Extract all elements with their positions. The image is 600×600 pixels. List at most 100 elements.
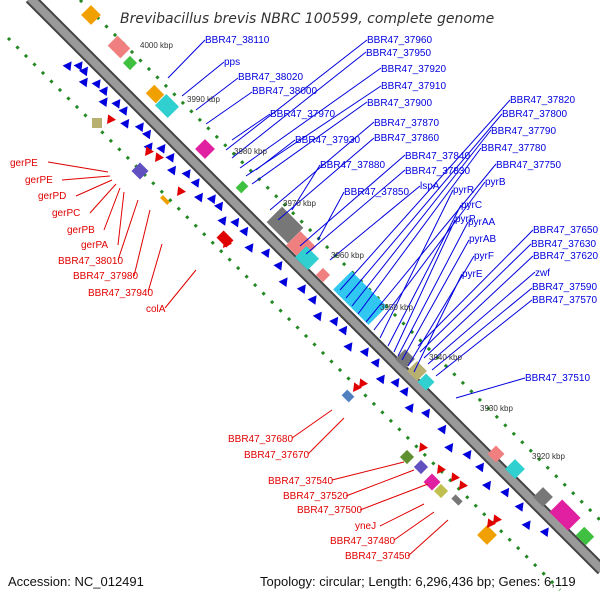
- gene-label: colA: [146, 304, 166, 315]
- gene-label: gerPC: [52, 208, 80, 219]
- gene-label: BBR47_38000: [252, 86, 317, 97]
- gene-label: pps: [224, 57, 240, 68]
- gene-block: [145, 84, 165, 104]
- forward-connector: [133, 209, 151, 277]
- forward-connector: [75, 179, 113, 197]
- tick-label: 3990 kbp: [187, 95, 220, 104]
- reverse-connector: [365, 163, 497, 323]
- reverse-gene-arrow: [91, 79, 101, 89]
- gene-label: pyrB: [485, 177, 506, 188]
- reverse-gene-arrow: [206, 194, 216, 204]
- forward-gene-arrow: [155, 152, 164, 162]
- reverse-gene-arrow: [521, 520, 531, 530]
- reverse-gene-arrow: [475, 462, 484, 473]
- tick-label: 3940 kbp: [429, 353, 462, 362]
- gene-block: [294, 245, 320, 271]
- gene-label: BBR47_37900: [367, 98, 432, 109]
- forward-gene-arrow: [437, 464, 446, 474]
- gene-label: pyrAA: [468, 217, 496, 228]
- reverse-gene-arrow: [79, 66, 88, 77]
- reverse-connector: [181, 61, 225, 97]
- gene-block: [131, 162, 149, 180]
- tick-label: 3930 kbp: [480, 404, 513, 413]
- gene-label: BBR47_37680: [228, 434, 293, 445]
- reverse-connector: [435, 299, 533, 377]
- reverse-connector: [417, 229, 534, 347]
- gene-label: BBR47_37830: [405, 166, 470, 177]
- reverse-gene-arrow: [239, 226, 249, 237]
- gene-label: BBR47_37800: [502, 109, 567, 120]
- gene-label: gerPD: [38, 191, 66, 202]
- reverse-gene-arrow: [244, 243, 254, 253]
- forward-gene-arrow: [353, 382, 362, 392]
- reverse-connector: [345, 113, 503, 299]
- reverse-gene-arrow: [156, 144, 166, 154]
- reverse-connector: [379, 189, 454, 339]
- backbone: [27, 0, 600, 573]
- gene-label: gerPB: [67, 225, 95, 236]
- reverse-gene-arrow: [134, 122, 144, 132]
- reverse-connector: [397, 221, 469, 357]
- gene-label: pyrP: [455, 214, 476, 225]
- forward-connector: [345, 469, 415, 497]
- gene-label: BBR47_37750: [496, 160, 561, 171]
- forward-connector: [61, 175, 111, 181]
- forward-connector: [291, 409, 333, 439]
- forward-connector: [379, 503, 425, 527]
- reverse-gene-arrow: [120, 119, 130, 129]
- reverse-connector: [339, 99, 511, 291]
- reverse-gene-arrow: [390, 378, 400, 388]
- forward-gene-arrow: [487, 518, 496, 528]
- reverse-gene-arrow: [98, 86, 108, 96]
- gene-label: BBR47_37570: [532, 295, 597, 306]
- reverse-connector: [357, 147, 482, 315]
- reverse-gene-arrow: [273, 261, 283, 271]
- tick-label: 3970 kbp: [283, 199, 316, 208]
- forward-connector: [147, 243, 163, 293]
- gene-label: BBR47_37880: [320, 160, 385, 171]
- forward-gene-arrow: [419, 442, 428, 452]
- reverse-gene-arrow: [437, 424, 447, 435]
- gene-label: zwf: [535, 268, 550, 279]
- gene-label: BBR47_37500: [297, 505, 362, 516]
- reverse-connector: [195, 77, 239, 111]
- reverse-gene-arrow: [78, 77, 88, 88]
- reverse-gene-arrow: [142, 129, 151, 140]
- gene-block: [477, 525, 497, 545]
- reverse-gene-arrow: [278, 277, 288, 287]
- reverse-connector: [329, 185, 421, 261]
- reverse-connector: [455, 377, 526, 399]
- gene-block: [487, 445, 505, 463]
- gene-arrow-group: [62, 61, 549, 537]
- forward-connector: [117, 199, 139, 261]
- reverse-gene-arrow: [181, 169, 191, 179]
- gene-label: pyrR: [453, 185, 474, 196]
- forward-label-group: gerPE gerPE gerPD gerPC gerPB gerPA BBR4…: [10, 158, 410, 562]
- reverse-gene-arrow: [312, 311, 322, 322]
- reverse-connector: [225, 39, 368, 151]
- reverse-connector: [427, 271, 536, 365]
- gene-block: [122, 55, 138, 71]
- gene-label: BBR47_37790: [491, 126, 556, 137]
- gene-block: [315, 267, 331, 283]
- gene-label: BBR47_37820: [510, 95, 575, 106]
- gene-block: [235, 180, 249, 194]
- reverse-connector: [239, 67, 382, 169]
- map-title: Brevibacillus brevis NBRC 100599, comple…: [120, 11, 494, 27]
- gene-label: BBR47_37930: [295, 135, 360, 146]
- reverse-connector: [291, 164, 321, 211]
- gene-block: [160, 195, 170, 205]
- reverse-gene-arrow: [421, 408, 430, 419]
- reverse-gene-arrow: [399, 387, 409, 397]
- reverse-connector: [351, 129, 492, 307]
- reverse-connector: [407, 255, 475, 367]
- gene-label: BBR47_37940: [88, 288, 153, 299]
- gene-label: BBR47_37670: [244, 450, 309, 461]
- gene-label: pyrE: [462, 269, 483, 280]
- gene-label: BBR47_38020: [238, 72, 303, 83]
- gene-label: gerPE: [25, 175, 53, 186]
- gene-label: BBR47_37970: [270, 109, 335, 120]
- reverse-gene-arrow: [167, 165, 176, 176]
- reverse-connector: [231, 113, 271, 141]
